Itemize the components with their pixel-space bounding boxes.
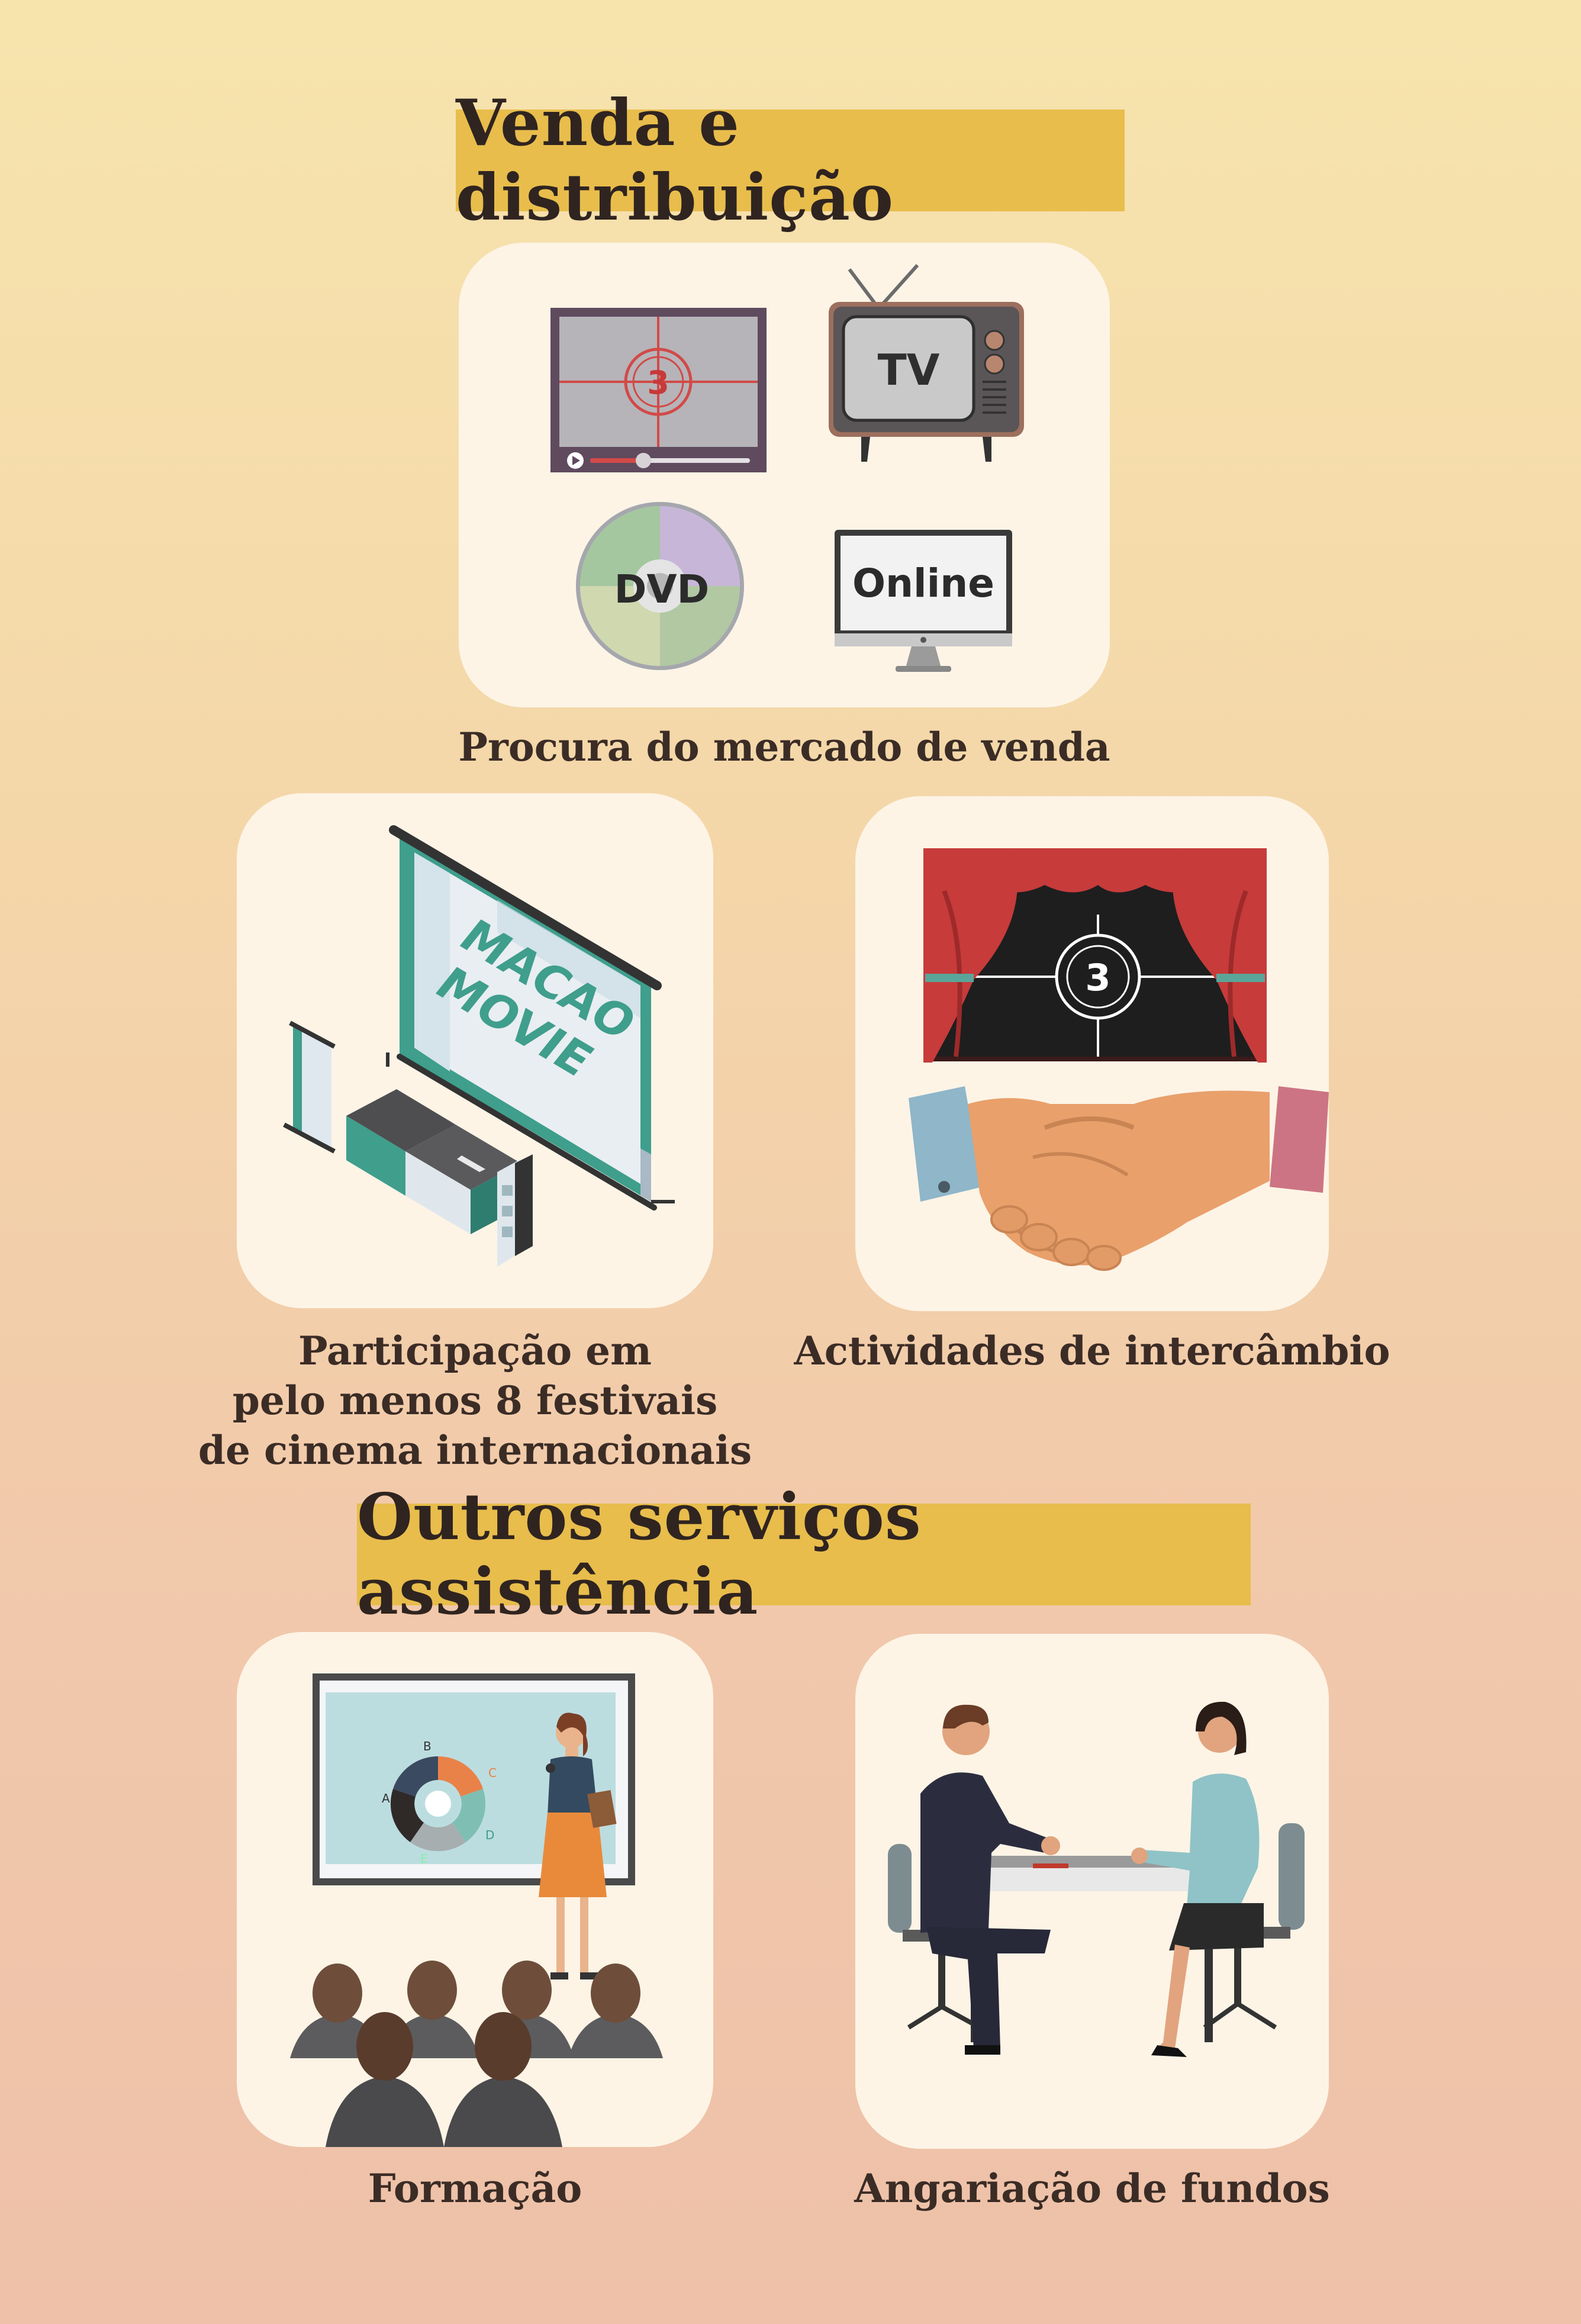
chart-label-a: A (382, 1791, 390, 1805)
chart-label-b: B (423, 1739, 432, 1753)
chart-label-d: D (485, 1828, 494, 1842)
online-label: Online (852, 561, 994, 606)
dvd-disc-icon: DVD (576, 502, 744, 670)
dvd-label: DVD (614, 566, 710, 612)
online-monitor-icon: Online (835, 530, 1012, 672)
festival-caption-line-2: pelo menos 8 festivais (232, 1377, 718, 1424)
media-formats-card: 3 TV (459, 243, 1110, 707)
training-caption: Formação (368, 2165, 582, 2212)
festival-caption: Participação em pelo menos 8 festivais d… (178, 1326, 772, 1475)
tv-label: TV (878, 345, 940, 395)
section-title-sales-text: Venda e distribuição (456, 86, 894, 235)
exchange-card: 3 (855, 796, 1329, 1311)
media-caption: Procura do mercado de venda (458, 724, 1110, 770)
exchange-caption: Actividades de intercâmbio (794, 1328, 1390, 1374)
section-title-other-services-text: Outros serviços assistência (357, 1480, 922, 1629)
section-title-other-services: Outros serviços assistência (357, 1480, 1251, 1629)
video-player-number: 3 (647, 364, 669, 401)
fundraising-caption: Angariação de fundos (854, 2165, 1330, 2212)
audience-icon (290, 1961, 663, 2147)
theatre-curtain-icon: 3 (923, 848, 1267, 1063)
festival-card: MACAO MOVIE (237, 793, 713, 1308)
businessman-icon (888, 1704, 1060, 2055)
businesswoman-icon (1131, 1701, 1305, 2057)
chart-label-c: C (488, 1766, 497, 1780)
training-card: A B C D E (237, 1632, 713, 2147)
chart-label-e: E (420, 1852, 428, 1866)
fundraising-card (855, 1634, 1329, 2149)
presenter-icon (539, 1713, 617, 1979)
curtain-screen-number: 3 (1085, 956, 1110, 999)
section-title-sales: Venda e distribuição (456, 86, 1125, 235)
video-player-icon: 3 (550, 308, 767, 472)
festival-booth-illustration: MACAO MOVIE (283, 825, 675, 1267)
festival-caption-line-1: Participação em (298, 1328, 652, 1374)
handshake-icon (909, 1086, 1329, 1271)
tv-icon: TV (829, 263, 1024, 462)
festival-caption-line-3: de cinema internacionais (198, 1427, 752, 1473)
